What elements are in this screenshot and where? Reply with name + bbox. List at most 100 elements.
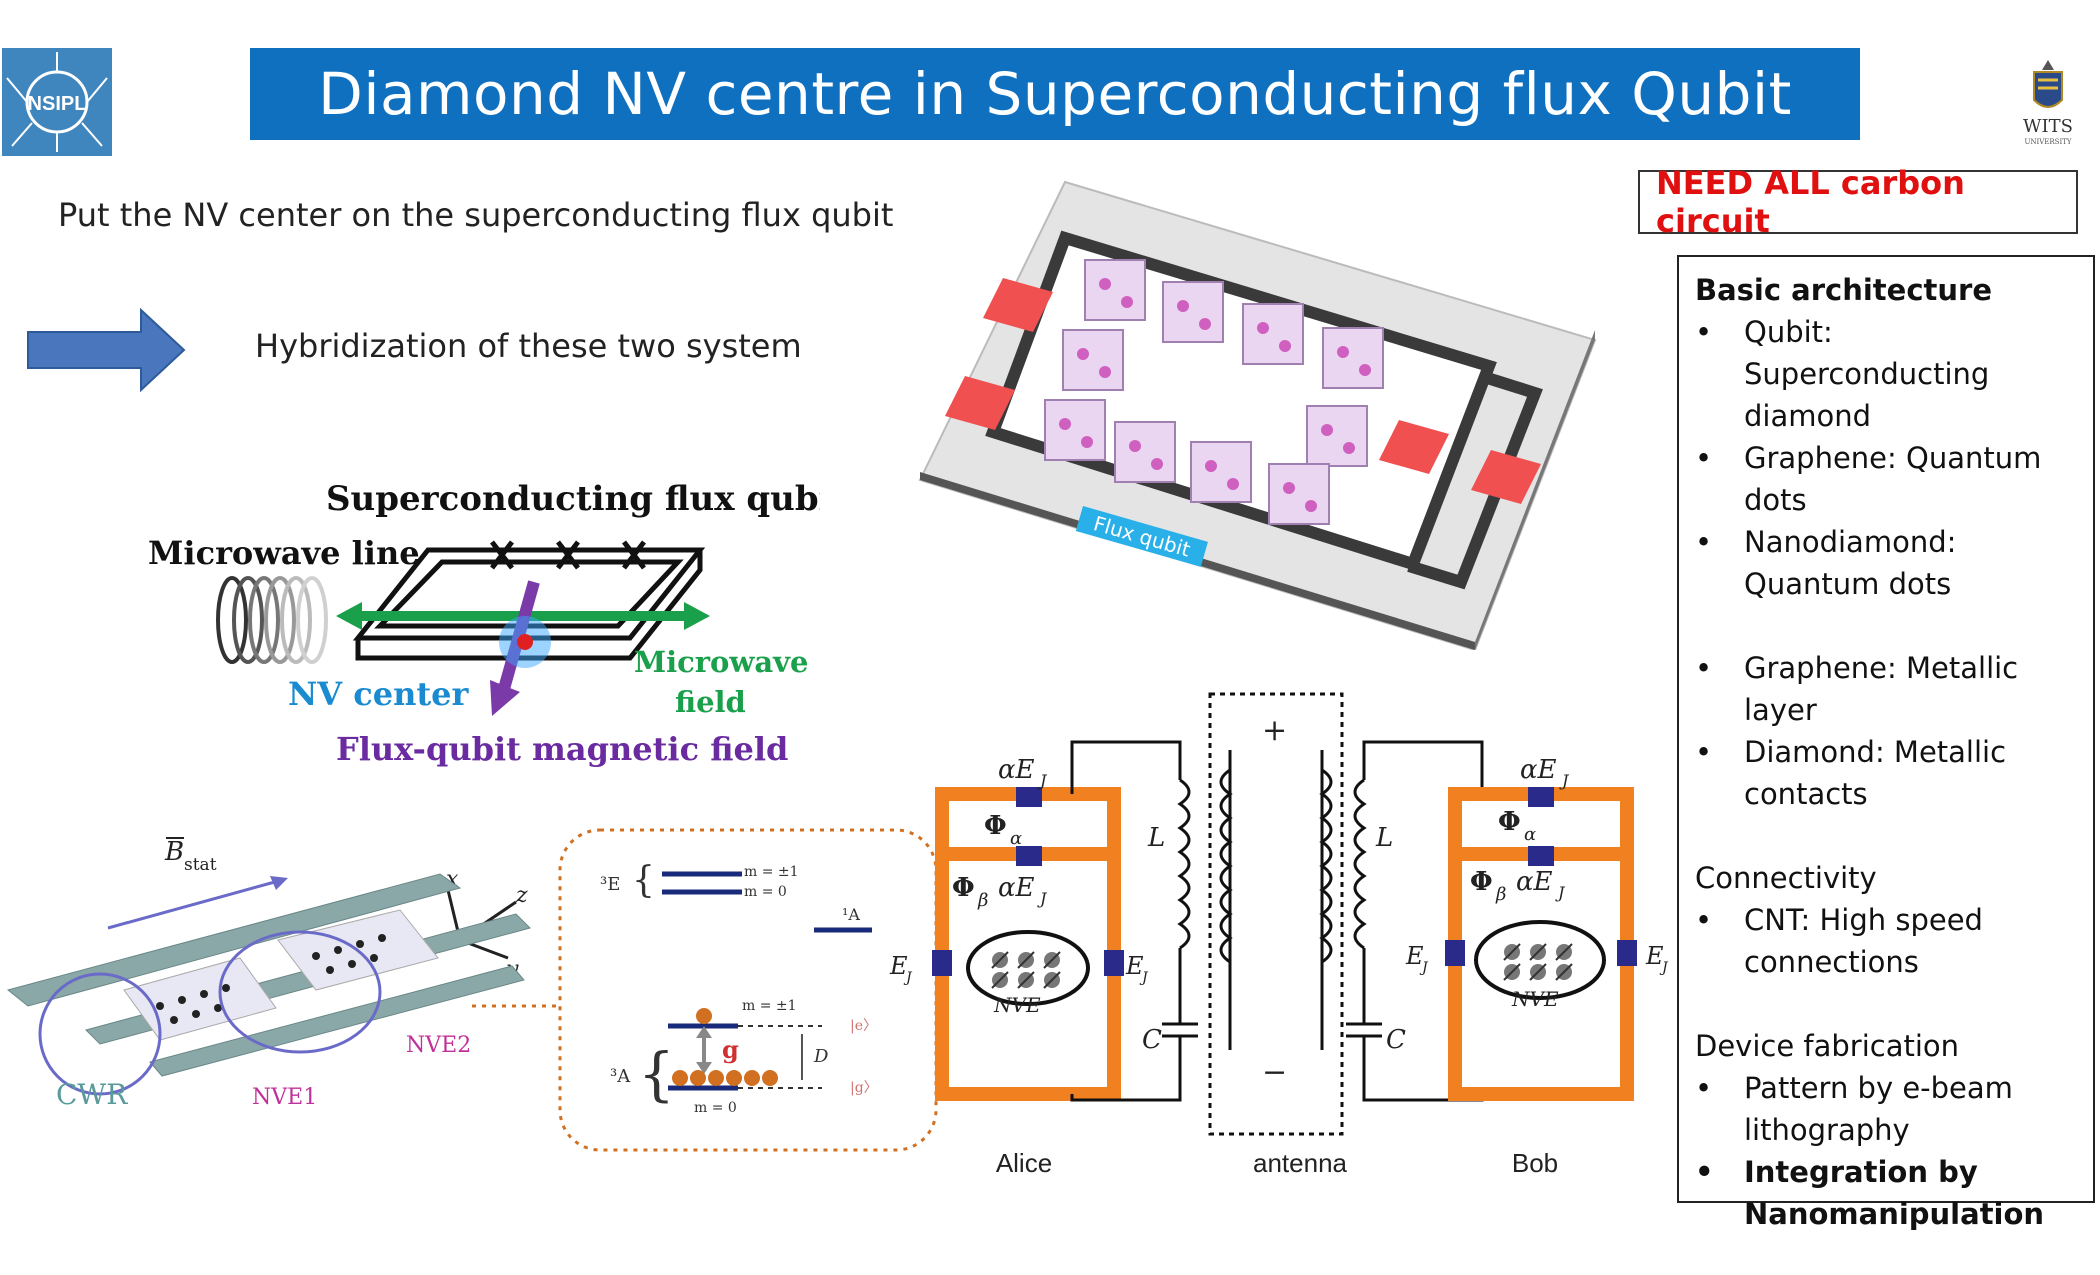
junction-pad <box>1379 420 1449 474</box>
diamond-cube <box>1044 399 1106 461</box>
architecture-panel: Basic architecture Qubit: Superconductin… <box>1677 255 2095 1231</box>
svg-text:αE: αE <box>998 873 1035 903</box>
magnetic-field-label: Flux-qubit magnetic field <box>336 730 788 768</box>
svg-text:E: E <box>889 952 908 980</box>
junction-crosses <box>490 540 646 570</box>
svg-text:z: z <box>515 883 528 908</box>
diamond-cube <box>1268 463 1330 525</box>
svg-text:g: g <box>722 1035 739 1064</box>
list-item: Integration by Nanomanipulation <box>1695 1151 2079 1235</box>
bob-qubit <box>1445 787 1637 1101</box>
junction-pad <box>945 376 1015 430</box>
svg-text:β: β <box>977 890 988 911</box>
nv-center-label: NV center <box>288 675 469 713</box>
svg-text:{: { <box>632 860 655 901</box>
antenna-box <box>1208 692 1344 1136</box>
wits-logo: WITS UNIVERSITY <box>2008 56 2088 152</box>
list-item: Qubit: Superconducting diamond <box>1695 311 2079 437</box>
flux-qubit-schematic: Superconducting flux qubit Microwave lin… <box>140 470 848 785</box>
fabrication-title: Device fabrication <box>1695 1029 1960 1063</box>
flux-qubit-chip: Flux qubit <box>915 180 1615 655</box>
svg-text:J: J <box>1559 771 1570 790</box>
alice-qubit <box>932 787 1124 1101</box>
diamond-cube <box>1062 329 1124 391</box>
list-item: Graphene: Metallic layer <box>1695 647 2079 731</box>
svg-text:|e〉: |e〉 <box>850 1018 877 1034</box>
nve1-crystal <box>123 957 277 1041</box>
nve1-label: NVE1 <box>252 1085 317 1110</box>
svg-text:J: J <box>1037 771 1048 790</box>
cwr-strip <box>149 965 525 1077</box>
list-item: Diamond: Metallic contacts <box>1695 731 2079 815</box>
bstat-label: B <box>164 837 184 867</box>
qubit-loop <box>352 547 706 661</box>
svg-text:E: E <box>1125 952 1144 980</box>
diamond-cube <box>1162 281 1224 343</box>
svg-text:Φ: Φ <box>984 811 1007 841</box>
bstat-sub: stat <box>184 855 217 875</box>
svg-text:|g〉: |g〉 <box>850 1080 878 1096</box>
junction-pad <box>1471 450 1541 504</box>
slide-title: Diamond NV centre in Superconducting flu… <box>250 48 1860 140</box>
svg-text:Φ: Φ <box>1498 807 1521 837</box>
cwr-label: CWR <box>56 1078 128 1111</box>
svg-text:C: C <box>1142 1025 1162 1055</box>
svg-text:α: α <box>1524 824 1536 845</box>
svg-text:Φ: Φ <box>1470 867 1493 897</box>
microwave-coil <box>216 576 328 664</box>
nsipl-logo: NSIPL <box>2 48 112 156</box>
diamond-cube <box>1322 327 1384 389</box>
microwave-field-label-2: field <box>675 685 746 719</box>
svg-text:C: C <box>1386 1025 1406 1055</box>
microwave-field-label-1: Microwave <box>634 645 808 679</box>
svg-text:NVE: NVE <box>993 993 1041 1017</box>
svg-text:L: L <box>1147 823 1165 853</box>
connectivity-title: Connectivity <box>1695 861 1877 895</box>
svg-text:+: + <box>1262 713 1287 748</box>
diamond-cube <box>1114 421 1176 483</box>
svg-text:J: J <box>1419 960 1429 976</box>
svg-text:m = 0: m = 0 <box>694 1100 737 1116</box>
svg-text:L: L <box>1375 823 1393 853</box>
nve2-label: NVE2 <box>406 1033 471 1058</box>
diamond-cube <box>1306 405 1368 467</box>
svg-text:m = 0: m = 0 <box>744 884 787 900</box>
diamond-cube <box>1242 303 1304 365</box>
list-item: Nanodiamond: Quantum dots <box>1695 521 2079 605</box>
architecture-title: Basic architecture <box>1695 273 1993 307</box>
svg-text:αE: αE <box>1516 867 1553 897</box>
svg-text:α: α <box>1010 828 1022 849</box>
nv-center-dot <box>517 634 533 650</box>
wits-logo-text: WITS <box>2023 116 2073 137</box>
field-loop <box>38 972 162 1096</box>
svg-text:αE: αE <box>998 755 1035 785</box>
bob-label: Bob <box>1512 1148 1558 1178</box>
bstat-arrow <box>107 878 283 930</box>
intro-line-2: Hybridization of these two system <box>255 327 802 365</box>
list-item: Graphene: Quantum dots <box>1695 437 2079 521</box>
svg-text:E: E <box>1405 942 1424 970</box>
svg-text:E: E <box>1645 942 1664 970</box>
cavity-diagram: B stat x z y CWR NVE1 NVE2 <box>0 830 560 1135</box>
energy-level-inset: ³E { m = ±1 m = 0 ¹A ³A { m = ±1 m = 0 g… <box>462 826 942 1161</box>
svg-text:J: J <box>1139 970 1149 986</box>
svg-text:³E: ³E <box>600 874 620 895</box>
coupled-circuit-diagram: αE J Φ α Φ β αE J E J E J NVE L C + − L … <box>880 690 1680 1195</box>
svg-text:m = ±1: m = ±1 <box>744 864 799 880</box>
antenna-label: antenna <box>1253 1148 1348 1178</box>
svg-text:Φ: Φ <box>952 873 975 903</box>
svg-text:J: J <box>903 970 913 986</box>
svg-text:−: − <box>1262 1055 1287 1090</box>
list-item: Pattern by e-beam lithography <box>1695 1067 2079 1151</box>
right-arrow-icon <box>26 307 186 397</box>
microwave-line-label: Microwave line <box>148 534 420 572</box>
svg-text:NVE: NVE <box>1511 987 1559 1011</box>
diamond-cube <box>1190 441 1252 503</box>
intro-line-1: Put the NV center on the superconducting… <box>58 196 894 234</box>
svg-text:β: β <box>1495 884 1506 905</box>
svg-text:³A: ³A <box>610 1066 631 1087</box>
alice-label: Alice <box>996 1148 1052 1178</box>
schematic-title: Superconducting flux qubit <box>326 479 820 519</box>
need-carbon-circuit-box: NEED ALL carbon circuit <box>1638 164 2078 240</box>
svg-text:m = ±1: m = ±1 <box>742 998 797 1014</box>
